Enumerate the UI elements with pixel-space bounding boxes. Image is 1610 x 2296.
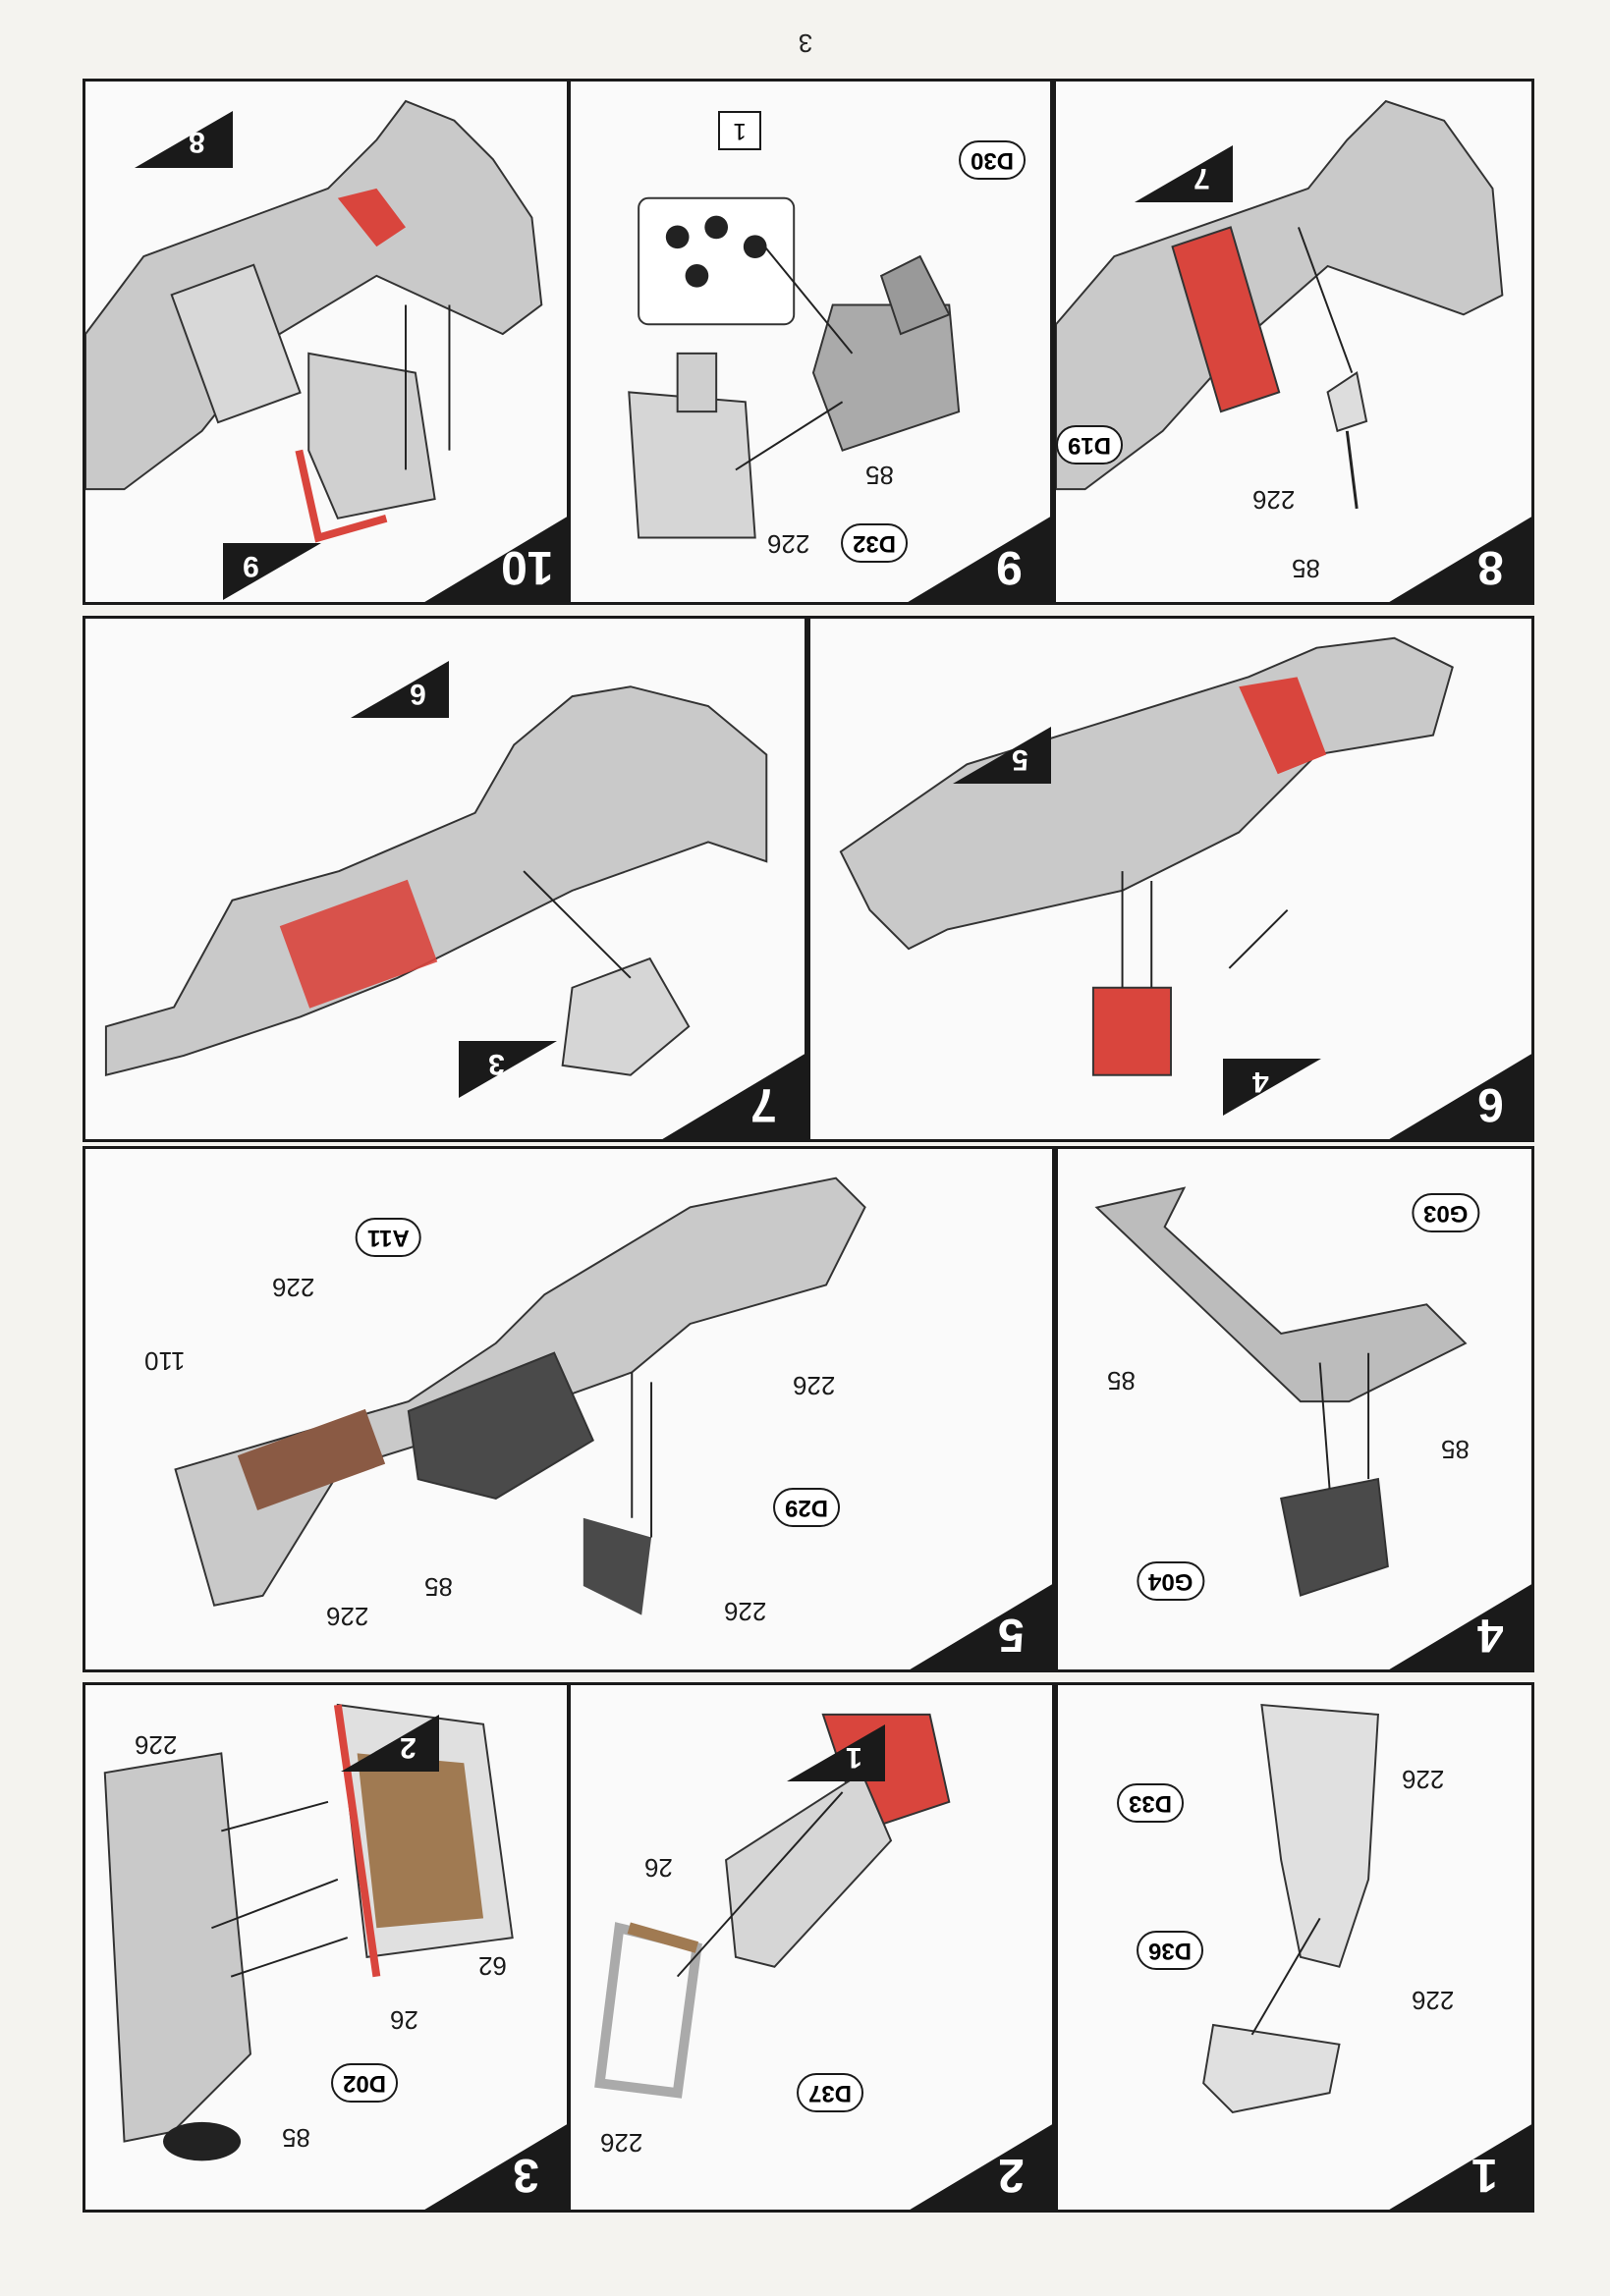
step-panel-2: 2 1 26 D37 226 [568, 1682, 1055, 2213]
label-226: 226 [326, 1602, 369, 1631]
step-panel-9: 9 1 D30 D32 85 226 [568, 79, 1053, 605]
label-226: 226 [767, 529, 810, 559]
label-110: 110 [144, 1346, 186, 1376]
label-85: 85 [1292, 554, 1320, 583]
part-D36: D36 [1137, 1931, 1204, 1970]
step-6-illustration [839, 636, 1454, 1076]
label-226: 226 [1402, 1765, 1445, 1794]
subassembly-tag-9: 9 [223, 543, 321, 600]
subassembly-tag-5: 5 [953, 727, 1051, 784]
part-D29: D29 [773, 1488, 841, 1527]
part-D19: D19 [1056, 425, 1124, 465]
step-panel-5: 5 A11 D29 110 226 226 85 226 226 [83, 1146, 1055, 1672]
subassembly-tag-6: 6 [351, 661, 449, 718]
step-number-tab: 8 [1386, 516, 1531, 602]
page-number: 3 [798, 28, 813, 58]
subassembly-tag-8: 8 [135, 111, 233, 168]
step-panel-3: 3 2 226 62 26 D02 85 [83, 1682, 570, 2213]
label-226: 226 [600, 2128, 643, 2158]
label-226: 226 [724, 1597, 767, 1626]
step-5-illustration [174, 1176, 866, 1615]
step-9-illustration [628, 196, 961, 539]
subassembly-tag-7: 7 [1135, 145, 1233, 202]
label-85: 85 [424, 1572, 453, 1602]
label-85: 85 [282, 2123, 310, 2153]
label-226: 226 [272, 1273, 315, 1302]
step-1-illustration [1202, 1703, 1379, 2113]
step-number-tab: 7 [659, 1053, 805, 1139]
step-7-illustration [104, 685, 768, 1077]
step-number-tab: 4 [1386, 1583, 1531, 1669]
step-panel-4: 4 G03 G04 85 85 [1055, 1146, 1534, 1672]
label-26: 26 [390, 2005, 418, 2035]
part-D37: D37 [797, 2073, 864, 2112]
part-D32: D32 [841, 523, 909, 563]
step-number-tab: 1 [1386, 2123, 1531, 2210]
step-panel-10: 10 8 9 [83, 79, 570, 605]
subassembly-tag-1: 1 [787, 1724, 885, 1781]
decal-number: 1 [718, 111, 761, 150]
step-panel-1: 1 226 D33 D36 226 [1055, 1682, 1534, 2213]
part-G04: G04 [1137, 1561, 1205, 1601]
step-number-tab: 5 [907, 1583, 1052, 1669]
step-10-illustration [85, 99, 543, 543]
part-D33: D33 [1117, 1783, 1185, 1823]
label-226: 226 [1252, 485, 1296, 515]
part-D02: D02 [331, 2063, 399, 2103]
step-number-tab: 2 [907, 2123, 1052, 2210]
label-85: 85 [1441, 1435, 1470, 1464]
part-G03: G03 [1412, 1193, 1480, 1232]
label-226: 226 [135, 1730, 178, 1760]
subassembly-tag-3: 3 [459, 1041, 557, 1098]
part-D30: D30 [959, 140, 1027, 180]
step-number-tab: 3 [421, 2123, 567, 2210]
part-A11: A11 [356, 1218, 421, 1257]
step-8-illustration [1056, 99, 1504, 510]
label-85: 85 [865, 461, 894, 490]
step-panel-6: 6 5 4 [807, 616, 1534, 1142]
label-85: 85 [1107, 1366, 1136, 1395]
label-226: 226 [1412, 1986, 1455, 2015]
label-226: 226 [793, 1371, 836, 1400]
step-number-tab: 9 [905, 516, 1050, 602]
step-4-illustration [1094, 1186, 1468, 1597]
step-panel-7: 7 6 3 [83, 616, 807, 1142]
step-number-tab: 6 [1386, 1053, 1531, 1139]
label-62: 62 [478, 1951, 507, 1981]
step-panel-8: 8 7 D19 226 85 [1053, 79, 1534, 605]
step-2-illustration [594, 1713, 951, 2099]
label-26: 26 [644, 1853, 673, 1883]
step-number-tab: 10 [421, 516, 567, 602]
subassembly-tag-2: 2 [341, 1715, 439, 1772]
subassembly-tag-4: 4 [1223, 1059, 1321, 1116]
